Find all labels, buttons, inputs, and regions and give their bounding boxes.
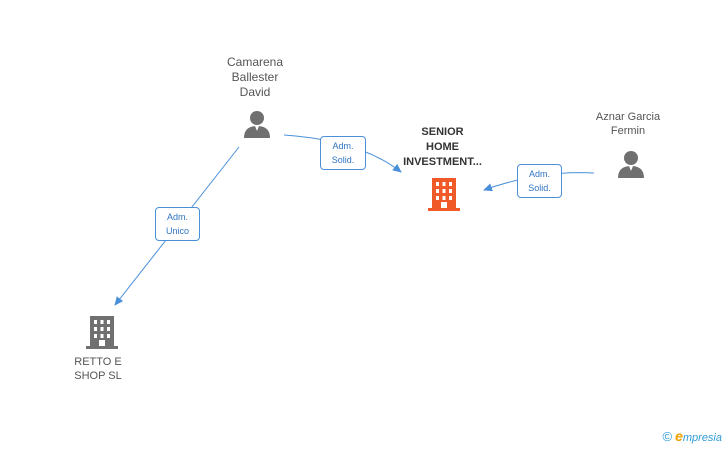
node-label-aznar[interactable]: Aznar Garcia Fermin <box>595 111 661 137</box>
node-label-senior-home-investment[interactable]: SENIOR HOME INVESTMENT... <box>403 126 482 168</box>
person-icon[interactable] <box>242 109 272 139</box>
edge-label-camarena-retto: Adm. Unico <box>155 207 200 241</box>
brand-watermark: © empresia <box>662 428 722 444</box>
edge-label-aznar-senior: Adm. Solid. <box>517 164 562 198</box>
copyright-icon: © <box>662 428 673 444</box>
node-label-camarena[interactable]: Camarena Ballester David <box>226 55 284 99</box>
building-icon[interactable] <box>86 314 118 350</box>
node-label-retto[interactable]: RETTO E SHOP SL <box>74 356 122 382</box>
edge-label-camarena-senior: Adm. Solid. <box>320 136 366 170</box>
building-icon[interactable] <box>428 176 460 212</box>
person-icon[interactable] <box>616 149 646 179</box>
brand-logo: empresia <box>675 428 722 444</box>
